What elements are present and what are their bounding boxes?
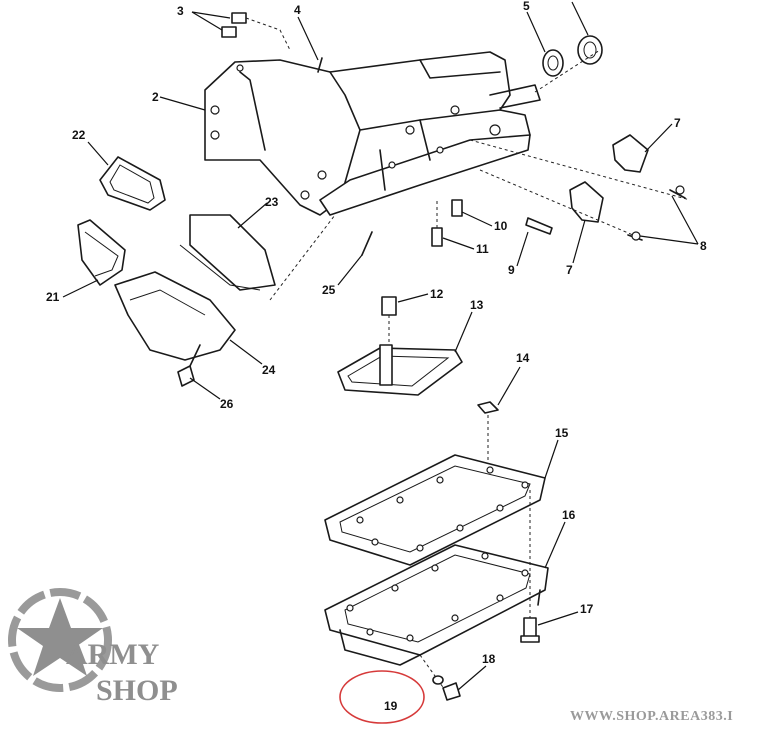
callout-14: 14 <box>516 351 530 365</box>
logo-line-2: SHOP <box>96 674 178 707</box>
shaft-centerline <box>534 49 601 93</box>
callout-1: 1 <box>566 0 573 3</box>
callout-5: 5 <box>523 0 530 13</box>
callout-17: 17 <box>580 602 594 616</box>
part-12-plug <box>381 296 397 350</box>
callout-13: 13 <box>470 298 484 312</box>
callout-7-upper: 7 <box>674 116 681 130</box>
callout-18: 18 <box>482 652 496 666</box>
part-11-bolt <box>431 200 443 247</box>
callout-25: 25 <box>322 283 336 297</box>
callout-16: 16 <box>562 508 576 522</box>
logo-ring <box>8 588 112 692</box>
highlight-ellipse <box>339 670 425 724</box>
transmission-case <box>204 51 541 216</box>
part-23-cover <box>179 214 276 291</box>
callout-3: 3 <box>177 4 184 18</box>
callout-22: 22 <box>72 128 86 142</box>
callout-23: 23 <box>265 195 279 209</box>
bracket-centerline <box>469 139 691 201</box>
callout-9: 9 <box>508 263 515 277</box>
callout-15: 15 <box>555 426 569 440</box>
callout-12: 12 <box>430 287 444 301</box>
part-21-plate <box>77 219 126 286</box>
part-26-screw <box>177 344 201 387</box>
callout-26: 26 <box>220 397 234 411</box>
callout-19: 19 <box>384 699 398 713</box>
part-24-dust-cover <box>114 271 236 361</box>
part-10-bolt <box>451 199 463 217</box>
callout-21: 21 <box>46 290 60 304</box>
callout-11: 11 <box>476 242 489 256</box>
part-18-drain-plug <box>442 682 461 701</box>
drain-centerline <box>419 654 446 691</box>
leader-lines <box>62 1 699 691</box>
part-17-bolt <box>520 617 540 643</box>
callout-8: 8 <box>700 239 707 253</box>
part-8-bolts <box>627 185 686 241</box>
part-25-screw <box>361 231 373 256</box>
callout-2: 2 <box>152 90 159 104</box>
callout-10: 10 <box>494 219 508 233</box>
part-13-filter <box>337 344 463 396</box>
watermark-url: WWW.SHOP.AREA383.I <box>570 709 733 724</box>
part-4 <box>317 57 323 73</box>
callouts: 3 2 4 5 1 7 8 7 9 10 11 25 22 21 23 24 2… <box>46 0 707 713</box>
part-1-yoke <box>577 35 603 65</box>
part-7-bracket-lower <box>569 181 604 223</box>
callout-4: 4 <box>294 3 301 17</box>
part-22-gasket <box>99 156 166 211</box>
part-5-seal <box>542 49 564 77</box>
part-7-bracket-upper <box>612 134 649 173</box>
part-14-magnet <box>477 401 499 460</box>
part-19-washer <box>432 675 444 685</box>
logo-line-1: ARMY <box>66 638 160 671</box>
callout-7-lower: 7 <box>566 263 573 277</box>
army-shop-logo: ARMY SHOP <box>8 588 178 707</box>
part-9-bolt <box>525 217 553 235</box>
logo-star <box>17 598 103 676</box>
part-16-oil-pan <box>324 544 549 666</box>
bracket-centerline-2 <box>479 169 641 239</box>
callout-24: 24 <box>262 363 276 377</box>
part-15-pan-gasket <box>324 454 546 566</box>
part-3-switches <box>221 12 291 51</box>
